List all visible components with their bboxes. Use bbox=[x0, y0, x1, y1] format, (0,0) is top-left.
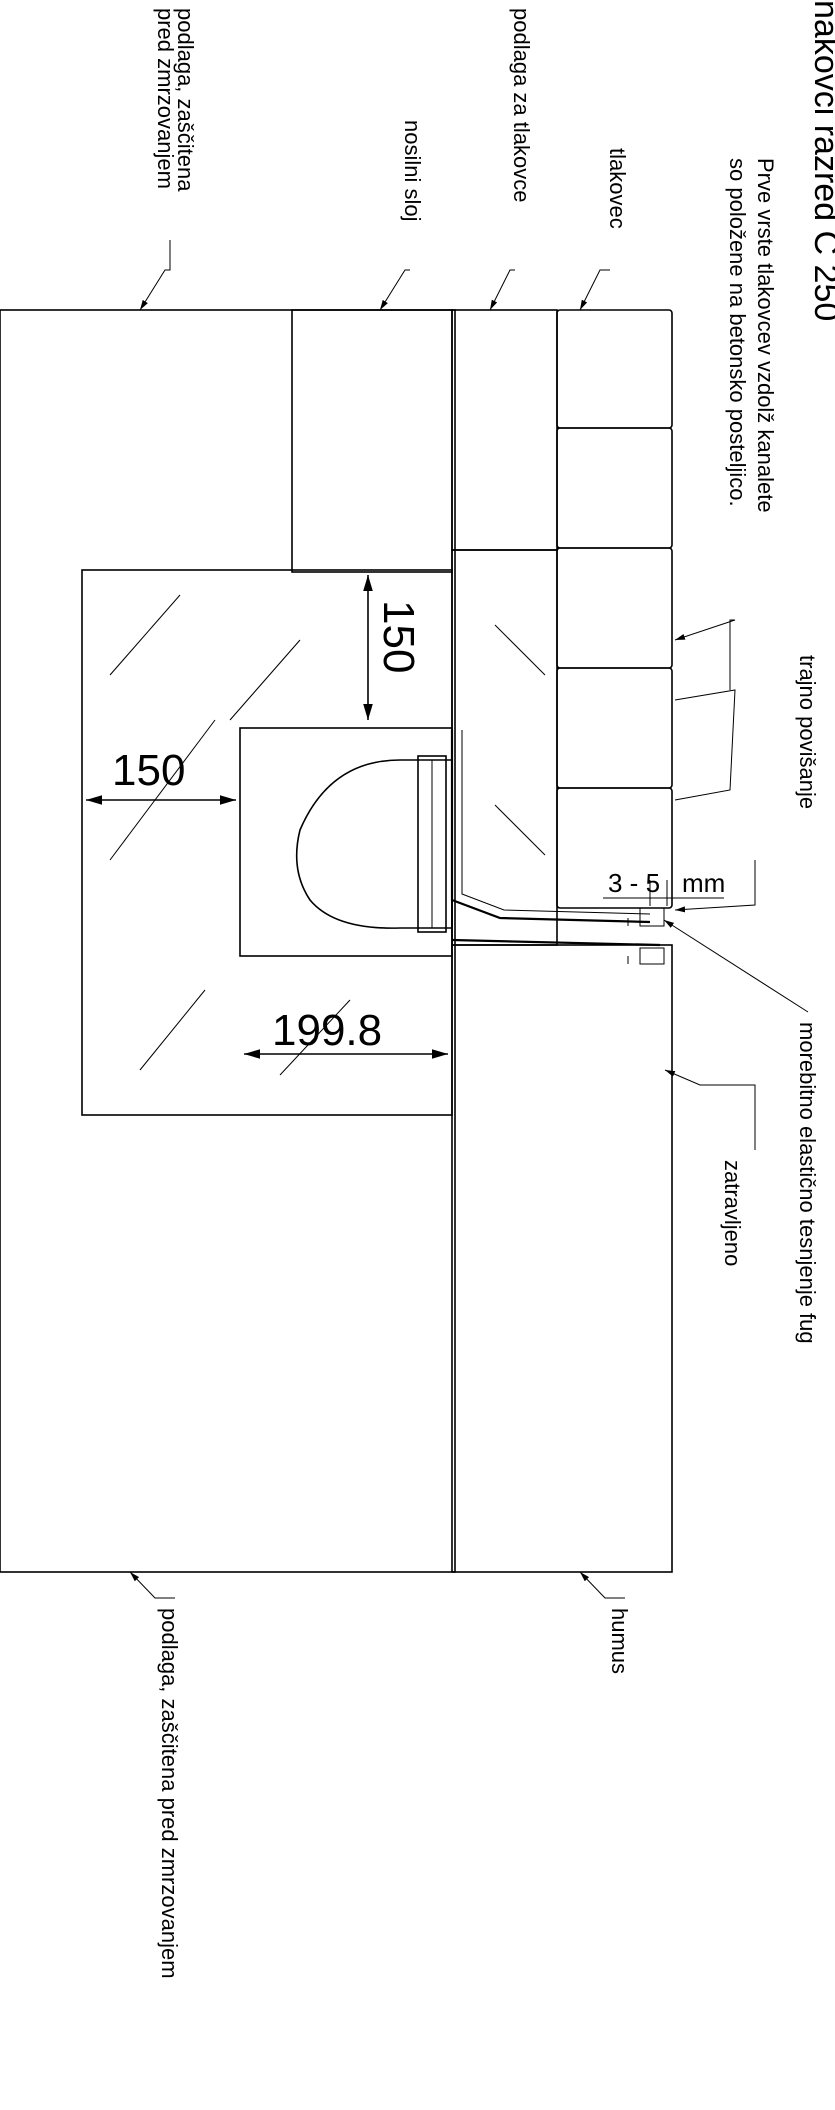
label-permanent-raise: trajno povišanje bbox=[795, 655, 820, 809]
paver-block bbox=[556, 427, 673, 549]
drainage-channel bbox=[239, 727, 665, 965]
label-subgrade-bottom: podlaga, zaščitena pred zmrzovanjem bbox=[157, 1608, 182, 1979]
dimension-top-bed: 150 bbox=[363, 575, 423, 720]
subgrade-layer bbox=[0, 309, 456, 1573]
bearing-layer bbox=[291, 309, 453, 573]
label-grassed: zatravljeno bbox=[720, 1160, 745, 1266]
paver-bedding-layer bbox=[451, 309, 558, 551]
dimension-channel-width: 199.8 bbox=[244, 1006, 448, 1059]
humus-layer bbox=[451, 944, 673, 1573]
label-paver-bedding: podlaga za tlakovce bbox=[509, 8, 534, 202]
label-subgrade-top: podlaga, zaščitena pred zmrzovanjem bbox=[153, 8, 198, 192]
label-paver: tlakovec bbox=[605, 148, 630, 229]
label-line: podlaga, zaščitena bbox=[173, 8, 198, 192]
label-line: Prve vrste tlakovcev vzdolž kanalete bbox=[753, 158, 778, 513]
label-bearing-layer: nosilni sloj bbox=[400, 120, 425, 222]
label-first-rows: Prve vrste tlakovcev vzdolž kanalete so … bbox=[725, 158, 778, 513]
dimension-gap: 3 - 5 mm bbox=[603, 868, 725, 906]
dimension-value: 3 - 5 bbox=[608, 868, 660, 898]
label-line: pred zmrzovanjem bbox=[153, 8, 178, 189]
dimension-value: 150 bbox=[112, 746, 185, 795]
drawing-title: nakovci razred C 250 bbox=[807, 0, 835, 321]
dimension-unit: mm bbox=[682, 868, 725, 898]
paver-block bbox=[556, 547, 673, 669]
paver-block bbox=[556, 787, 673, 909]
dimension-side-bed: 150 bbox=[86, 746, 236, 805]
dimension-value: 199.8 bbox=[272, 1006, 382, 1055]
label-humus: humus bbox=[607, 1608, 632, 1674]
dimension-value: 150 bbox=[374, 600, 423, 673]
paver-block bbox=[556, 667, 673, 789]
paver-concrete-bed bbox=[451, 549, 558, 946]
label-elastic-joint: morebitno elastično tesnjenje fug bbox=[795, 1022, 820, 1344]
label-line: so položene na betonsko posteljico. bbox=[725, 158, 750, 507]
paver-stack bbox=[556, 309, 673, 909]
paver-block bbox=[556, 309, 673, 429]
